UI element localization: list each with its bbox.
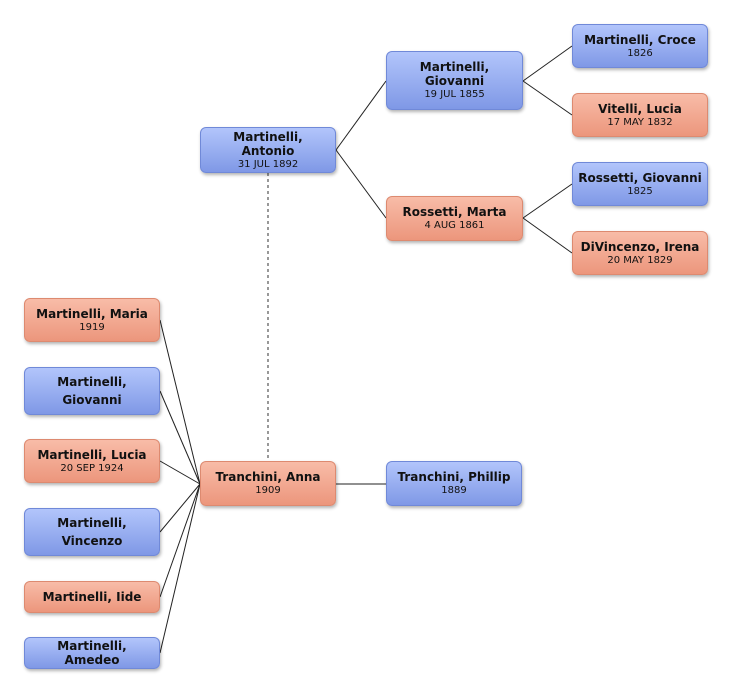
line-child-vincenzo bbox=[159, 483, 201, 533]
line-child-amedeo bbox=[159, 483, 201, 654]
person-divincenzo-irena[interactable]: DiVincenzo, Irena 20 MAY 1829 bbox=[572, 231, 708, 275]
person-name: Martinelli, Croce bbox=[584, 32, 696, 47]
person-name: DiVincenzo, Irena bbox=[580, 239, 700, 254]
person-date: 20 SEP 1924 bbox=[60, 462, 124, 474]
line-giovanni-croce bbox=[522, 45, 573, 82]
person-date: 1909 bbox=[255, 485, 281, 496]
line-giovanni-vitelli bbox=[522, 80, 573, 116]
line-antonio-giovanni bbox=[335, 80, 387, 151]
person-martinelli-iide[interactable]: Martinelli, Iide bbox=[24, 581, 160, 613]
line-child-maria bbox=[159, 319, 201, 485]
person-martinelli-lucia[interactable]: Martinelli, Lucia 20 SEP 1924 bbox=[24, 439, 160, 483]
person-name: Martinelli, Antonio bbox=[233, 129, 303, 158]
person-name: Martinelli, Giovanni bbox=[419, 60, 490, 88]
person-name: Martinelli, Maria bbox=[36, 306, 148, 321]
person-martinelli-maria[interactable]: Martinelli, Maria 1919 bbox=[24, 298, 160, 342]
person-martinelli-antonio[interactable]: Martinelli, Antonio 31 JUL 1892 bbox=[200, 127, 336, 173]
person-name: Martinelli, Lucia bbox=[37, 447, 147, 462]
person-rossetti-marta[interactable]: Rossetti, Marta 4 AUG 1861 bbox=[386, 196, 523, 241]
person-name: Martinelli, Vincenzo bbox=[57, 516, 127, 548]
person-martinelli-amedeo[interactable]: Martinelli, Amedeo bbox=[24, 637, 160, 669]
person-name: Rossetti, Marta bbox=[402, 205, 507, 219]
person-martinelli-giovanni-grandfather[interactable]: Martinelli, Giovanni 19 JUL 1855 bbox=[386, 51, 523, 110]
person-date: 1889 bbox=[441, 485, 467, 496]
person-tranchini-anna[interactable]: Tranchini, Anna 1909 bbox=[200, 461, 336, 506]
line-marta-divincenzo bbox=[522, 217, 573, 254]
person-date: 1825 bbox=[627, 185, 653, 197]
person-tranchini-phillip[interactable]: Tranchini, Phillip 1889 bbox=[386, 461, 522, 506]
person-date: 31 JUL 1892 bbox=[237, 158, 299, 170]
line-antonio-marta bbox=[335, 149, 387, 219]
person-name: Martinelli, Amedeo bbox=[57, 639, 127, 667]
person-date: 20 MAY 1829 bbox=[607, 254, 673, 266]
person-martinelli-vincenzo[interactable]: Martinelli, Vincenzo bbox=[24, 508, 160, 556]
person-date: 1826 bbox=[627, 47, 653, 59]
person-date: 1919 bbox=[79, 321, 105, 333]
line-child-giovanni bbox=[159, 390, 201, 485]
line-child-lucia bbox=[159, 460, 201, 485]
person-rossetti-giovanni[interactable]: Rossetti, Giovanni 1825 bbox=[572, 162, 708, 206]
person-name: Martinelli, Iide bbox=[42, 590, 142, 604]
person-name: Vitelli, Lucia bbox=[598, 101, 682, 116]
line-child-iide bbox=[159, 483, 201, 598]
person-date: 19 JUL 1855 bbox=[424, 89, 485, 100]
person-date: 4 AUG 1861 bbox=[424, 220, 485, 231]
person-martinelli-croce[interactable]: Martinelli, Croce 1826 bbox=[572, 24, 708, 68]
line-marta-rossetti bbox=[522, 183, 573, 219]
person-name: Tranchini, Phillip bbox=[397, 470, 511, 484]
person-date: 17 MAY 1832 bbox=[607, 116, 673, 128]
person-name: Tranchini, Anna bbox=[215, 470, 321, 484]
person-vitelli-lucia[interactable]: Vitelli, Lucia 17 MAY 1832 bbox=[572, 93, 708, 137]
person-martinelli-giovanni-child[interactable]: Martinelli, Giovanni bbox=[24, 367, 160, 415]
person-name: Martinelli, Giovanni bbox=[57, 375, 127, 407]
person-name: Rossetti, Giovanni bbox=[578, 170, 702, 185]
